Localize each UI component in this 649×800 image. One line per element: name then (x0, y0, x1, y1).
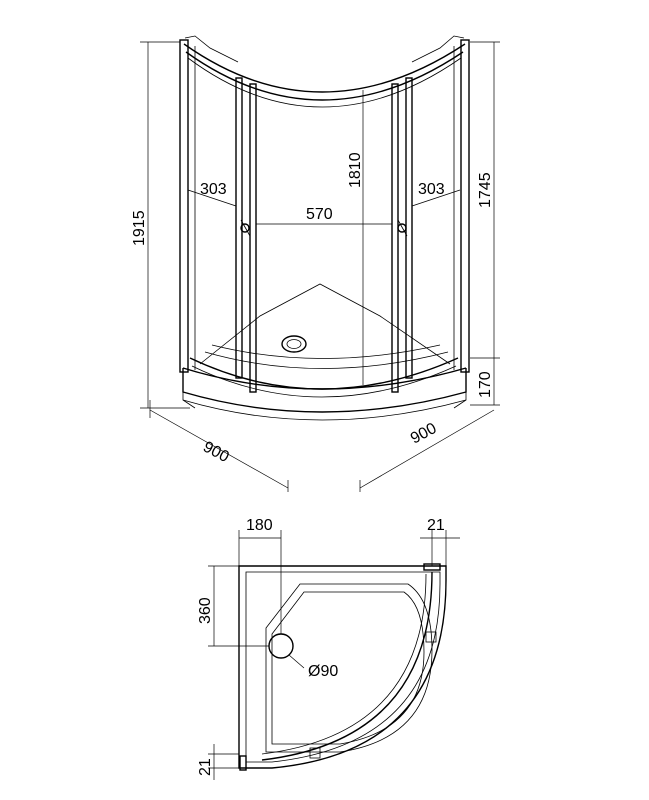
frame (179, 35, 470, 398)
tray-height-label: 170 (477, 371, 494, 398)
side-opening-right-label: 303 (418, 181, 445, 198)
drain-offset-x-label: 180 (246, 517, 273, 534)
plan-view: 180 360 Ø90 21 21 (197, 517, 460, 780)
base-left-label: 900 (200, 439, 232, 467)
side-opening-left-label: 303 (200, 181, 227, 198)
drain-front (281, 335, 307, 353)
front-view: 303 303 570 1810 1915 1745 170 900 900 (131, 35, 500, 492)
glass-height-label: 1810 (347, 152, 364, 188)
drain-plan (268, 633, 294, 659)
edge-bottom-left-label: 21 (197, 758, 214, 776)
drain-diameter-label: Ø90 (308, 663, 338, 680)
front-dimension-lines (140, 41, 500, 492)
edge-top-right-label: 21 (427, 517, 445, 534)
plan-dimension-lines (208, 530, 460, 780)
shower-tray (182, 283, 467, 421)
base-right-label: 900 (408, 420, 440, 448)
drain-offset-y-label: 360 (197, 597, 214, 624)
total-height-label: 1915 (131, 210, 148, 246)
center-opening-label: 570 (306, 206, 333, 223)
panel-height-label: 1745 (477, 172, 494, 208)
